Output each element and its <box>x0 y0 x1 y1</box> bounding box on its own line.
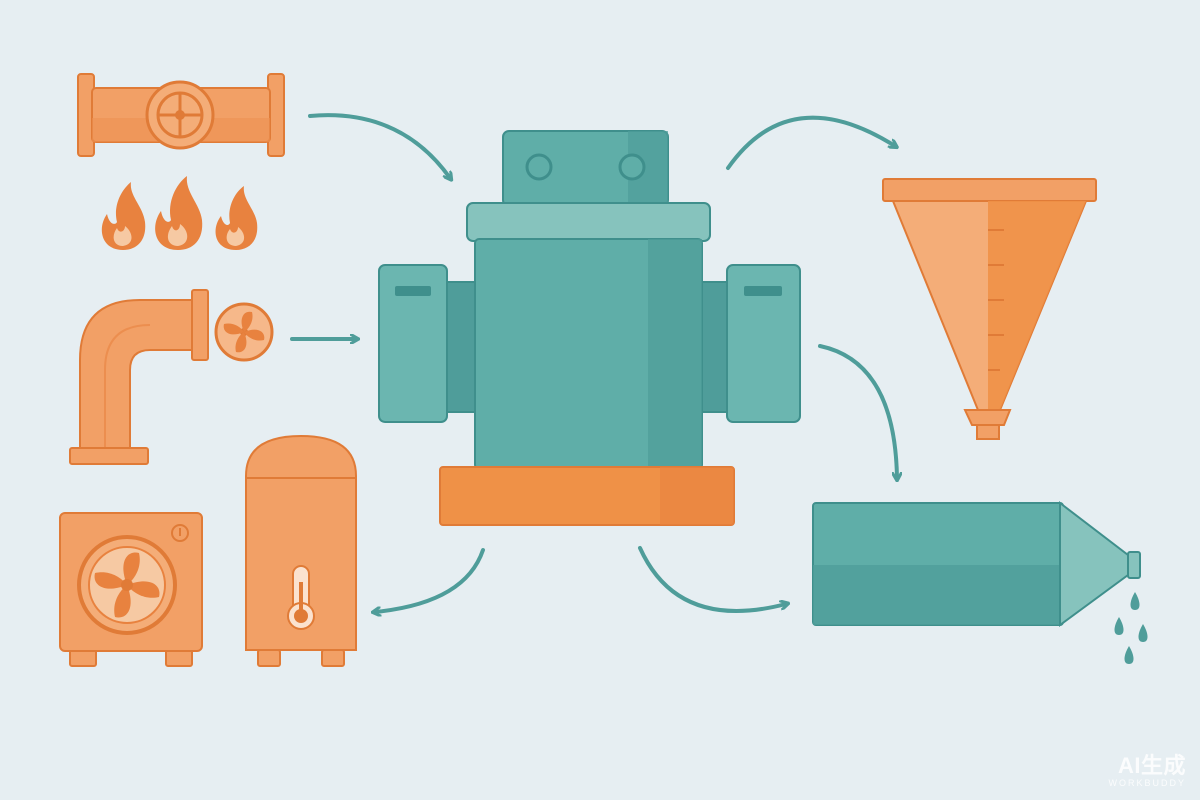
watermark-sub-text: WORKBUDDY <box>1108 778 1186 788</box>
hot-water-tank <box>245 434 357 667</box>
air-elbow-pipe <box>69 289 274 465</box>
storage-tank <box>812 500 1148 664</box>
funnel-icon <box>988 229 1004 371</box>
flame-icon <box>215 186 258 250</box>
arrow-machine-to-hopper <box>726 115 895 170</box>
fan-icon <box>214 302 274 362</box>
droplet-icon <box>1114 592 1148 664</box>
hopper <box>882 178 1097 440</box>
flames <box>101 176 258 250</box>
arrow-machine-to-storage <box>638 546 786 613</box>
flow-arrows <box>290 113 897 613</box>
arrow-machine-to-tank <box>818 344 897 478</box>
flame-icon <box>155 176 203 250</box>
watermark-main-text: AI生成 <box>1117 753 1186 778</box>
arrow-machine-to-water-tank <box>375 548 485 612</box>
thermometer-icon <box>287 565 315 630</box>
valve-icon <box>145 80 215 150</box>
heat-pump-unit <box>59 512 203 667</box>
flame-icon <box>101 182 146 250</box>
fan-icon <box>77 535 177 635</box>
watermark: AI生成 WORKBUDDY <box>1108 755 1186 788</box>
central-machine <box>378 130 801 526</box>
gas-pipe-with-valve <box>77 73 285 157</box>
arrow-gas-to-machine <box>308 113 450 178</box>
